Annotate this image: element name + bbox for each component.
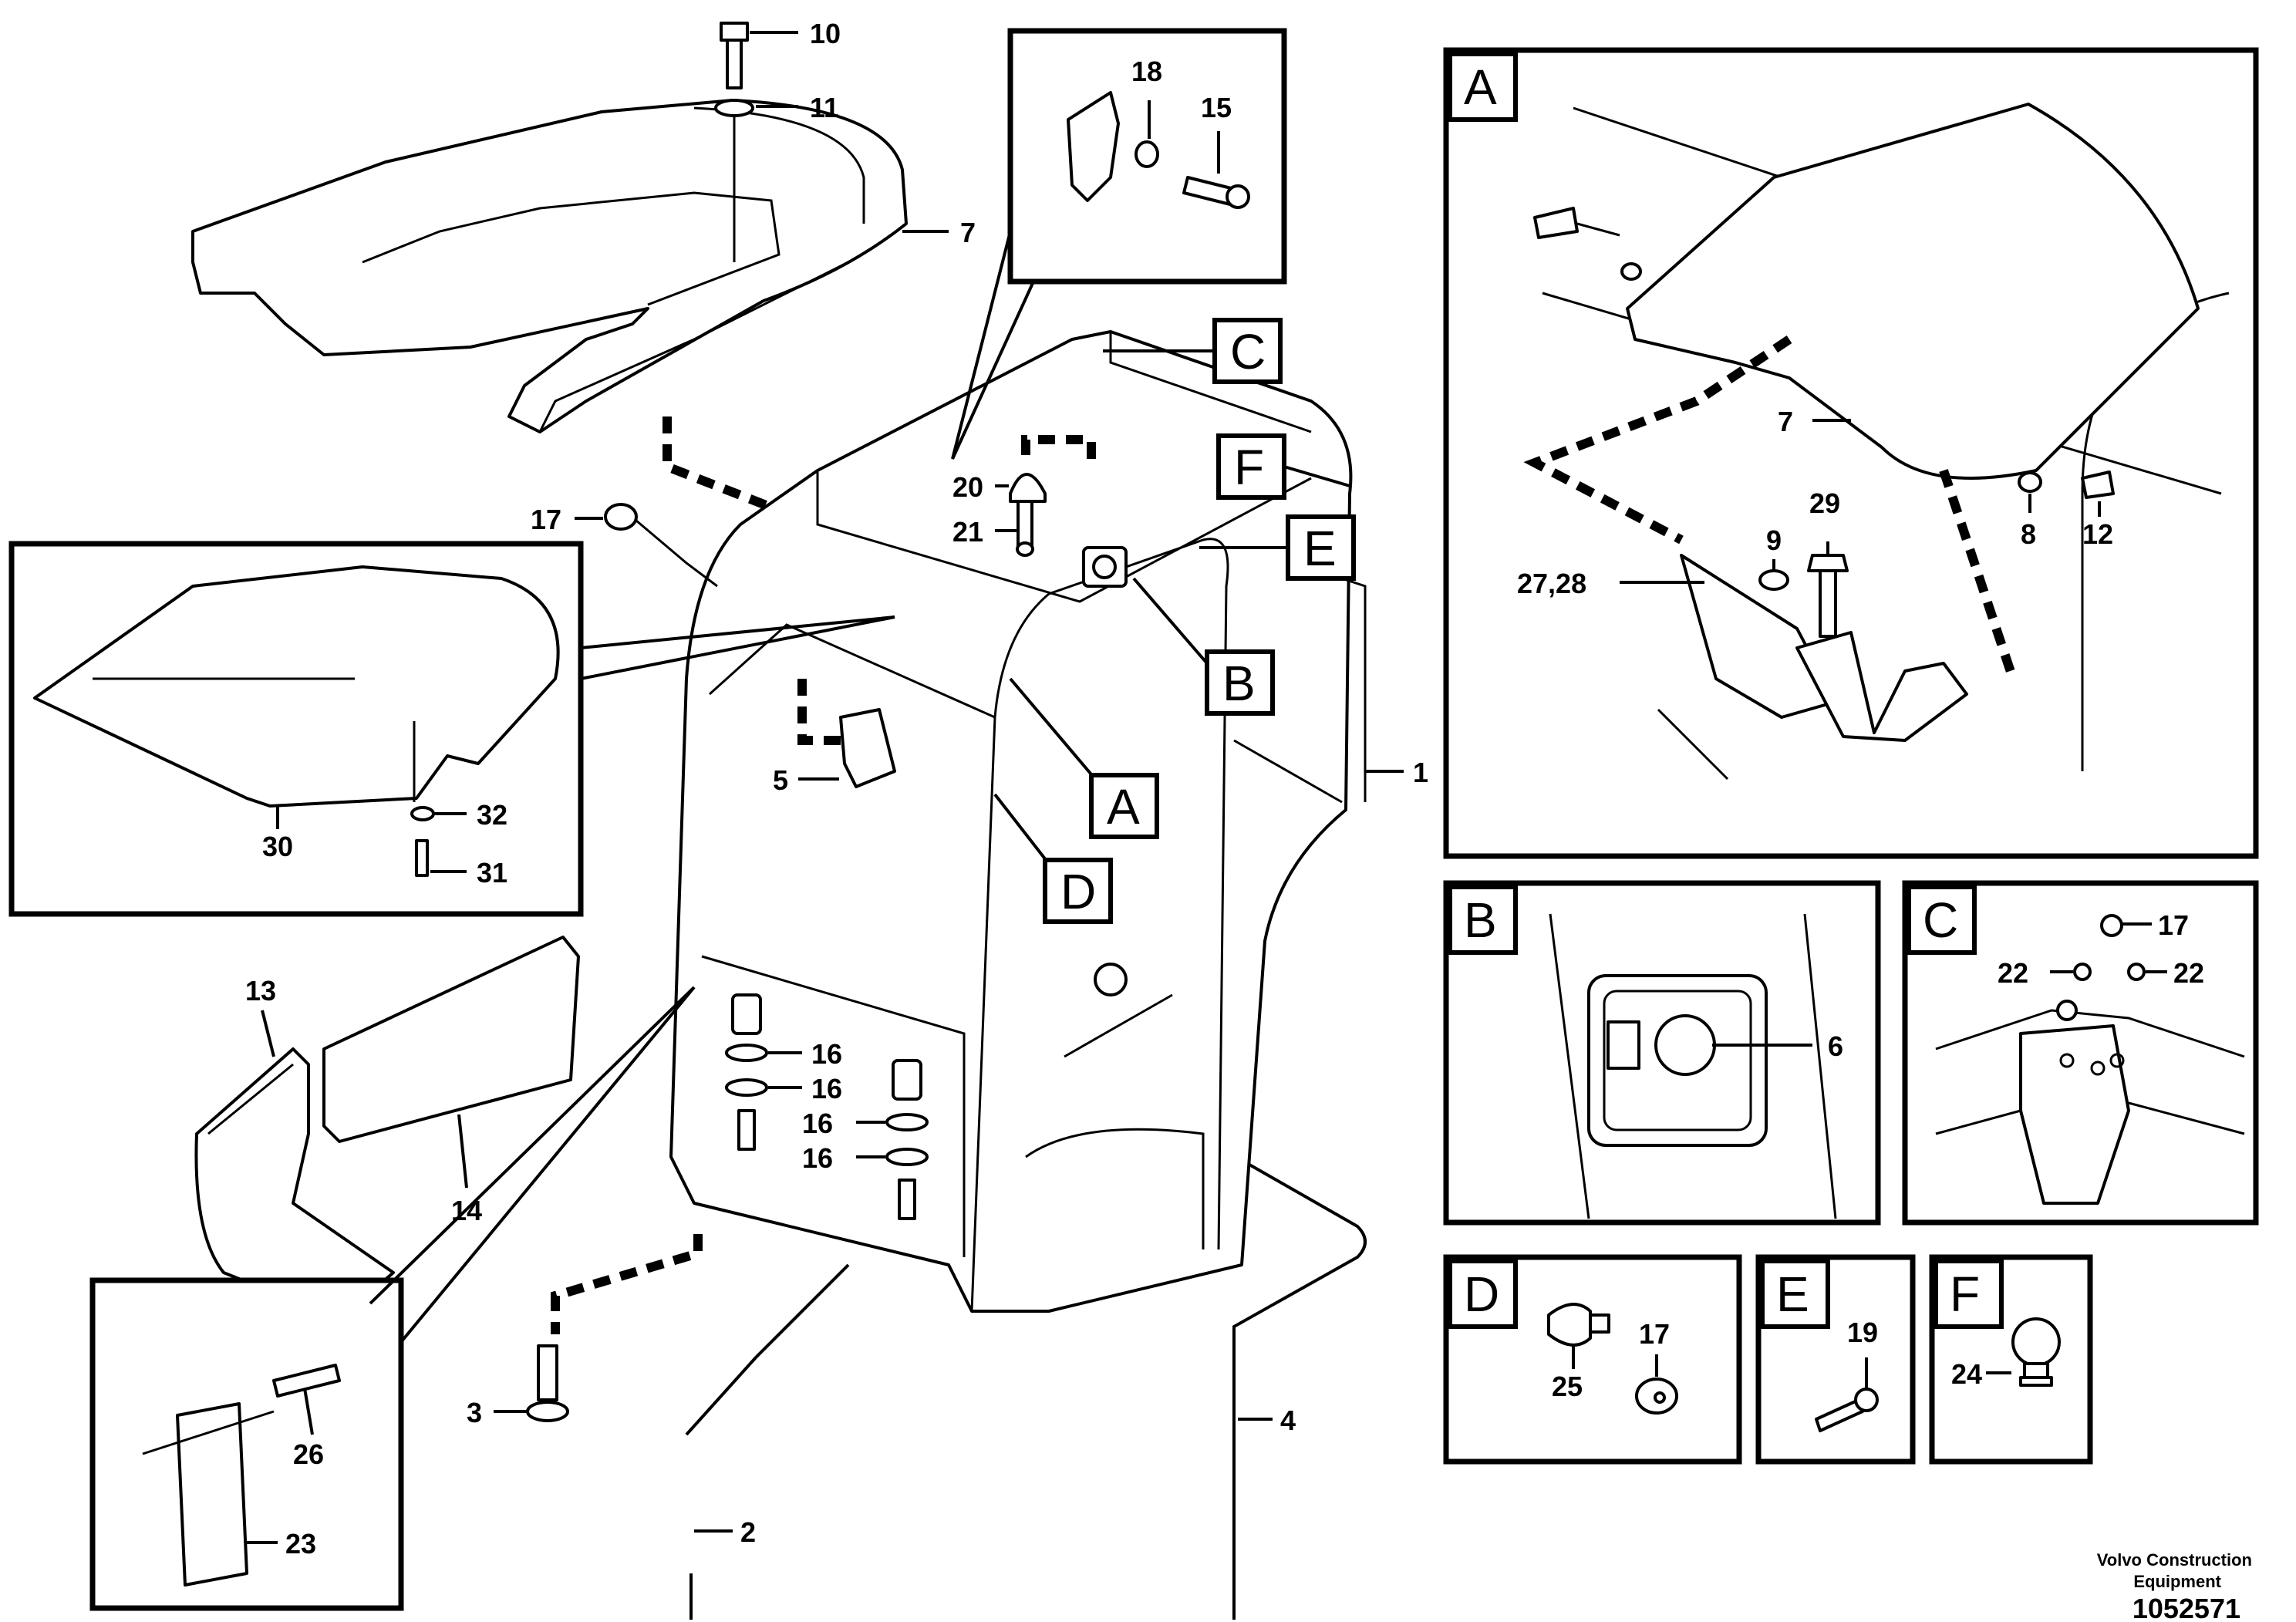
callout-2: 2 xyxy=(740,1516,756,1548)
callout-17: 17 xyxy=(531,504,561,535)
callout-29: 29 xyxy=(1809,487,1840,519)
seal-2-part xyxy=(685,1263,850,1436)
detail-panel-A: A xyxy=(1443,47,2259,859)
callout-19: 19 xyxy=(1847,1317,1878,1348)
cover-13-part xyxy=(194,1047,395,1320)
callout-5: 5 xyxy=(773,764,788,796)
callout-31: 31 xyxy=(477,857,507,889)
detail-ref-F: F xyxy=(1216,433,1350,500)
block-5-part xyxy=(839,708,896,788)
svg-text:F: F xyxy=(1950,1266,1980,1322)
bracket-detail-box xyxy=(1007,28,1287,285)
callout-22-b: 22 xyxy=(2173,957,2204,989)
callout-16-c: 16 xyxy=(802,1108,833,1139)
detail-panel-B: B xyxy=(1443,880,1881,1226)
detail-ref-D: D xyxy=(993,793,1113,924)
drawing-number: 1052571 xyxy=(2132,1593,2240,1622)
callout-11: 11 xyxy=(810,92,839,123)
callout-30: 30 xyxy=(262,831,293,862)
callout-16-b: 16 xyxy=(811,1073,842,1104)
brand-line-1: Volvo Construction xyxy=(2097,1550,2252,1570)
detail-pointer-bracket xyxy=(951,231,1035,460)
detail-panel-F: F xyxy=(1929,1254,2093,1465)
detail-ref-E: E xyxy=(1199,514,1356,581)
callout-32: 32 xyxy=(477,799,507,831)
callout-23: 23 xyxy=(285,1528,316,1560)
bolt-3-part xyxy=(526,1344,569,1422)
callout-21: 21 xyxy=(952,516,983,548)
callout-10: 10 xyxy=(810,18,841,49)
callout-1: 1 xyxy=(1413,757,1428,788)
detail-panel-E: E xyxy=(1755,1254,1916,1465)
svg-text:B: B xyxy=(1222,656,1256,711)
bumper-20-part xyxy=(1009,473,1047,557)
cover-14-part xyxy=(322,936,580,1143)
svg-text:C: C xyxy=(1230,324,1266,379)
callout-25: 25 xyxy=(1552,1371,1583,1402)
callout-12: 12 xyxy=(2082,518,2113,550)
detail-pointer-30 xyxy=(580,615,895,680)
footer-brand: Volvo Construction Equipment 1052571 xyxy=(2097,1550,2252,1622)
callout-24: 24 xyxy=(1951,1358,1982,1390)
callout-9: 9 xyxy=(1766,524,1782,556)
brand-line-2: Equipment xyxy=(2133,1572,2221,1591)
callout-17-c: 17 xyxy=(2158,909,2189,941)
detail-panel-D: D xyxy=(1443,1254,1742,1465)
callout-27-28: 27,28 xyxy=(1517,568,1586,599)
svg-text:C: C xyxy=(1923,892,1958,948)
svg-text:B: B xyxy=(1464,892,1497,948)
bumper-16-part xyxy=(725,993,929,1220)
svg-text:D: D xyxy=(1060,864,1096,919)
handle-detail-box xyxy=(89,1277,404,1611)
callout-15: 15 xyxy=(1201,92,1232,123)
callout-22-a: 22 xyxy=(1998,957,2028,989)
dashed-leader-20 xyxy=(1021,435,1096,463)
callout-20: 20 xyxy=(952,471,983,503)
callout-7: 7 xyxy=(960,217,976,248)
callout-8: 8 xyxy=(2021,518,2036,550)
detail-ref-A: A xyxy=(1009,677,1159,839)
cap-17-part xyxy=(604,503,718,588)
callout-3: 3 xyxy=(467,1397,482,1428)
sunvisor-detail-box xyxy=(8,541,584,917)
detail-pointer-handle xyxy=(369,986,696,1344)
svg-text:E: E xyxy=(1776,1266,1809,1322)
svg-text:A: A xyxy=(1464,59,1497,115)
seal-4-part xyxy=(1232,1163,1367,1620)
callout-7-detail: 7 xyxy=(1778,406,1793,437)
callout-16-d: 16 xyxy=(802,1142,833,1174)
dashed-leader-5 xyxy=(797,679,841,745)
callout-18: 18 xyxy=(1131,56,1162,87)
roof-cover-part xyxy=(191,99,908,433)
callout-26: 26 xyxy=(293,1438,324,1470)
svg-text:E: E xyxy=(1303,521,1337,576)
svg-text:F: F xyxy=(1234,440,1264,495)
dashed-leader-3 xyxy=(551,1234,703,1334)
detail-ref-C: C xyxy=(1103,318,1283,384)
detail-panel-C: C xyxy=(1902,880,2259,1226)
detail-ref-B: B xyxy=(1132,577,1275,716)
callout-16-a: 16 xyxy=(811,1038,842,1070)
callout-6: 6 xyxy=(1828,1030,1843,1062)
callout-4: 4 xyxy=(1280,1404,1296,1436)
cab-frame-part xyxy=(669,330,1367,1313)
bolt-10-part xyxy=(714,22,754,262)
svg-text:D: D xyxy=(1464,1266,1499,1322)
callout-13: 13 xyxy=(245,975,276,1007)
svg-text:A: A xyxy=(1107,779,1140,835)
callout-17-d: 17 xyxy=(1639,1318,1670,1350)
